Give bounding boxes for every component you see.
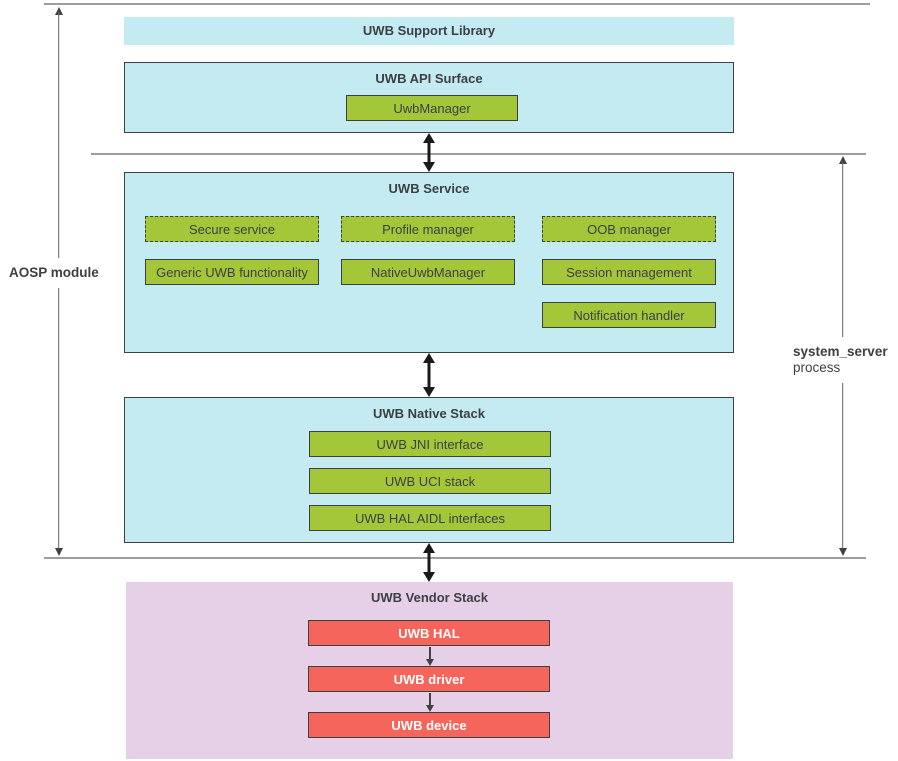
uwb-device-module: UWB device [308,712,550,738]
generic-uwb-functionality-module: Generic UWB functionality [145,259,319,285]
secure-service-module: Secure service [145,216,319,242]
uwb-api-surface-box: UWB API Surface UwbManager [124,62,734,133]
uwb-native-stack-box: UWB Native Stack UWB JNI interface UWB U… [124,397,734,543]
aosp-module-label: AOSP module [6,258,102,288]
top-separator-line [44,3,870,5]
service-native-double-arrow [421,353,437,397]
vendor-top-separator-line [44,557,866,559]
system-server-label-line2: process [793,360,841,375]
uwb-vendor-stack-title: UWB Vendor Stack [370,590,489,605]
service-native-arrow-shaft [427,360,431,390]
uwbmanager-module: UwbManager [346,95,518,121]
api-service-double-arrow [421,133,437,172]
system-server-label: system_server process [790,337,891,383]
driver-device-arrow-shaft [429,693,431,707]
uwb-jni-interface-module: UWB JNI interface [309,431,551,457]
driver-device-down-arrow [425,693,435,712]
notification-handler-module: Notification handler [542,302,716,328]
uwb-hal-aidl-interfaces-module: UWB HAL AIDL interfaces [309,505,551,531]
oob-manager-module: OOB manager [542,216,716,242]
uwb-api-surface-title: UWB API Surface [375,71,483,86]
nativeuwbmanager-module: NativeUwbManager [341,259,515,285]
uwb-support-library-box: UWB Support Library [124,17,734,45]
uwb-vendor-stack-box: UWB Vendor Stack UWB HAL UWB driver UWB … [126,582,733,759]
api-service-arrow-shaft [427,140,431,165]
uwb-uci-stack-module: UWB UCI stack [309,468,551,494]
profile-manager-module: Profile manager [341,216,515,242]
system-server-top-separator-line [91,153,866,155]
session-management-module: Session management [542,259,716,285]
native-vendor-double-arrow [421,543,437,582]
native-vendor-arrow-shaft [427,550,431,575]
uwb-driver-module: UWB driver [308,666,550,692]
uwb-native-stack-title: UWB Native Stack [373,406,485,421]
uwb-service-box: UWB Service Secure service Profile manag… [124,172,734,353]
hal-driver-down-arrow [425,647,435,666]
uwb-support-library-title: UWB Support Library [362,23,496,38]
uwb-hal-module: UWB HAL [308,620,550,646]
uwb-service-title: UWB Service [388,181,470,196]
system-server-label-line1: system_server [793,344,888,359]
hal-driver-arrow-shaft [429,647,431,661]
